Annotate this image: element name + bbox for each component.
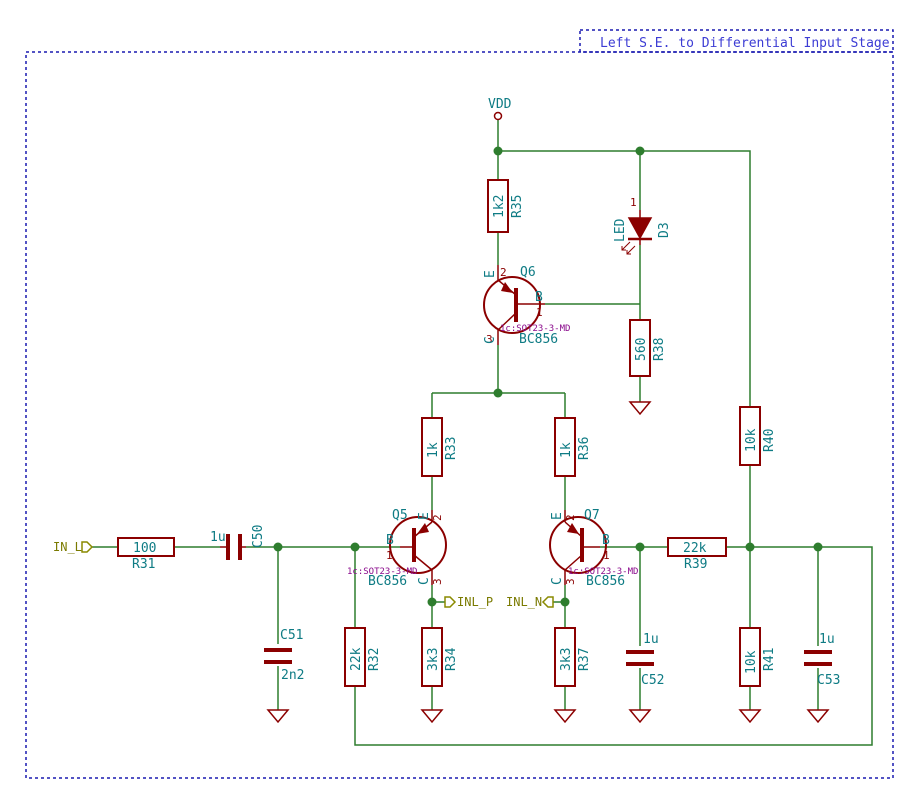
q7-value: BC856	[586, 574, 625, 589]
ground-icon	[420, 709, 444, 724]
c53-ref: C53	[817, 673, 840, 688]
r38-value: 560	[634, 338, 649, 361]
q5-pin-e: E	[417, 512, 432, 520]
q6-value: BC856	[519, 332, 558, 347]
c50-value: 1u	[210, 530, 226, 545]
r34-ref: R34	[444, 647, 459, 671]
port-inl-p[interactable]: INL_P	[457, 595, 493, 609]
c52-ref: C52	[641, 673, 664, 688]
q6-pin-c: C	[483, 336, 498, 344]
r39-value: 22k	[683, 541, 707, 556]
vdd-label: VDD	[488, 97, 512, 112]
r32-ref: R32	[367, 648, 382, 671]
r38-ref: R38	[652, 338, 667, 361]
q6-footprint: 1c:SOT23-3-MD	[500, 324, 570, 334]
resistor-bodies	[117, 179, 761, 687]
r37-value: 3k3	[559, 648, 574, 671]
q7-footprint: 1c:SOT23-3-MD	[568, 567, 638, 577]
q6-ref: Q6	[520, 265, 536, 280]
transistor-q5	[389, 510, 447, 585]
r35-ref: R35	[510, 195, 525, 218]
r36-body	[554, 417, 576, 477]
title-box	[579, 29, 894, 53]
r33-body	[421, 417, 443, 477]
q7-ref: Q7	[584, 508, 600, 523]
ground-icon	[628, 401, 652, 416]
hier-ports	[81, 541, 554, 608]
r33-value: 1k	[426, 442, 441, 458]
q5-pin-1: 1	[386, 549, 393, 562]
port-in-l[interactable]: IN_L	[53, 540, 82, 554]
q7-pin-b: B	[602, 533, 610, 548]
r31-ref: R31	[132, 557, 155, 572]
r32-value: 22k	[349, 647, 364, 671]
r38-body	[629, 319, 651, 377]
q6-pin-2: 2	[500, 266, 507, 279]
q7-pin-2: 2	[564, 514, 577, 521]
c50-ref: C50	[251, 525, 266, 548]
r40-value: 10k	[744, 428, 759, 452]
transistor-q6	[483, 265, 545, 345]
q5-pin-2: 2	[431, 514, 444, 521]
r39-body	[667, 537, 727, 557]
sheet-title: Left S.E. to Differential Input Stage	[600, 36, 890, 51]
q5-pin-3: 3	[431, 578, 444, 585]
q7-pin-1: 1	[603, 549, 610, 562]
port-inl-n[interactable]: INL_N	[506, 595, 542, 609]
junctions	[273, 146, 823, 607]
ground-icon	[738, 709, 762, 724]
r40-ref: R40	[762, 429, 777, 452]
wires	[90, 120, 873, 746]
r33-ref: R33	[444, 437, 459, 460]
c52-value: 1u	[643, 632, 659, 647]
vdd-symbol	[493, 111, 503, 121]
q5-pin-b: B	[386, 533, 394, 548]
d3-value: LED	[613, 218, 628, 242]
ground-icon	[553, 709, 577, 724]
r35-body	[487, 179, 509, 233]
q5-value: BC856	[368, 574, 407, 589]
c51-value: 2n2	[281, 668, 304, 683]
q5-pin-c: C	[417, 577, 432, 585]
r40-body	[739, 406, 761, 466]
c53-value: 1u	[819, 632, 835, 647]
q7-pin-3: 3	[564, 578, 577, 585]
port-inl-p-icon	[444, 596, 457, 608]
c51-ref: C51	[280, 628, 303, 643]
sheet-border	[25, 51, 894, 779]
port-in-l-icon	[81, 541, 94, 553]
r31-body	[117, 537, 175, 557]
r41-ref: R41	[762, 648, 777, 671]
r41-body	[739, 627, 761, 687]
r34-value: 3k3	[426, 648, 441, 671]
ground-icon	[628, 709, 652, 724]
q5-ref: Q5	[392, 508, 408, 523]
q7-pin-c: C	[550, 577, 565, 585]
transistor-q7	[549, 510, 607, 585]
r36-ref: R36	[577, 437, 592, 460]
r34-body	[421, 627, 443, 687]
d3-ref: D3	[657, 222, 672, 238]
r39-ref: R39	[684, 557, 707, 572]
led-d3	[621, 210, 653, 255]
r31-value: 100	[133, 541, 156, 556]
d3-pin-1: 1	[630, 196, 637, 209]
r32-body	[344, 627, 366, 687]
q6-pin-3: 3	[486, 333, 493, 346]
ground-icon	[266, 709, 290, 724]
q6-pin-e: E	[483, 270, 498, 278]
ground-symbols	[266, 401, 830, 724]
r37-ref: R37	[577, 648, 592, 671]
port-inl-n-icon	[541, 596, 554, 608]
ground-icon	[806, 709, 830, 724]
q5-footprint: 1c:SOT23-3-MD	[347, 567, 417, 577]
q7-pin-e: E	[550, 512, 565, 520]
r35-value: 1k2	[492, 195, 507, 218]
r36-value: 1k	[559, 442, 574, 458]
q6-pin-b: B	[535, 290, 543, 305]
r41-value: 10k	[744, 650, 759, 674]
q6-pin-1: 1	[536, 306, 543, 319]
r37-body	[554, 627, 576, 687]
